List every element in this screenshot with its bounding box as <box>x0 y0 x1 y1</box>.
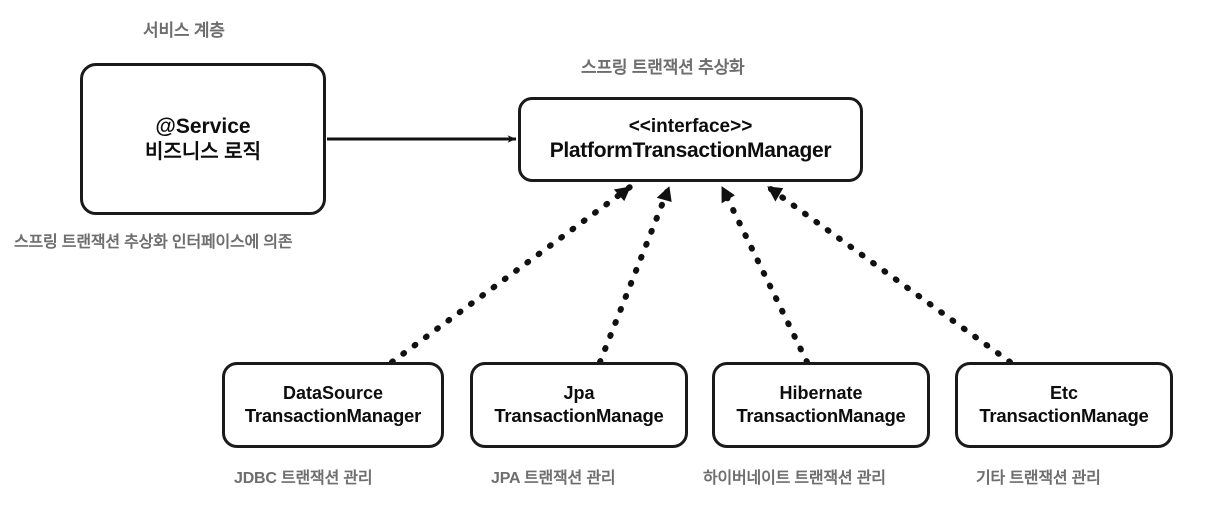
caption-impl-0: JDBC 트랜잭션 관리 <box>234 470 373 487</box>
node-impl-2-line-2: TransactionManage <box>736 404 906 426</box>
label-service-layer: 서비스 계층 <box>143 21 225 40</box>
node-impl-0-line-2: TransactionManager <box>244 404 422 426</box>
caption-impl-2: 하이버네이트 트랜잭션 관리 <box>703 470 886 487</box>
node-service[interactable]: @Service 비즈니스 로직 <box>80 63 326 215</box>
label-dependency-note: 스프링 트랜잭션 추상화 인터페이스에 의존 <box>14 234 293 251</box>
node-etc-transaction-manager[interactable]: Etc TransactionManage <box>955 362 1173 448</box>
node-jpa-transaction-manager[interactable]: Jpa TransactionManage <box>470 362 688 448</box>
node-impl-3-line-2: TransactionManage <box>979 404 1149 426</box>
node-impl-0-line-1: DataSource <box>282 382 384 403</box>
node-impl-1-line-2: TransactionManage <box>494 404 664 426</box>
connector-impl-3-to-interface <box>765 184 1013 365</box>
node-impl-2-line-1: Hibernate <box>779 382 863 403</box>
node-impl-3-line-1: Etc <box>1049 382 1078 403</box>
connector-impl-1-to-interface <box>597 184 672 365</box>
node-service-line-2: 비즈니스 로직 <box>145 140 261 163</box>
node-platform-transaction-manager[interactable]: <<interface>> PlatformTransactionManager <box>518 97 863 182</box>
node-interface-name: PlatformTransactionManager <box>549 139 832 163</box>
node-impl-1-line-1: Jpa <box>563 382 595 403</box>
connector-impl-2-to-interface <box>719 184 810 365</box>
caption-impl-1: JPA 트랜잭션 관리 <box>491 470 616 487</box>
node-service-line-1: @Service <box>155 115 251 138</box>
node-interface-stereotype: <<interface>> <box>628 116 753 138</box>
node-hibernate-transaction-manager[interactable]: Hibernate TransactionManage <box>712 362 930 448</box>
connector-impl-0-to-interface <box>389 184 633 365</box>
caption-impl-3: 기타 트랜잭션 관리 <box>976 470 1101 487</box>
node-datasource-transaction-manager[interactable]: DataSource TransactionManager <box>222 362 444 448</box>
label-spring-transaction-abstraction: 스프링 트랜잭션 추상화 <box>581 58 745 77</box>
